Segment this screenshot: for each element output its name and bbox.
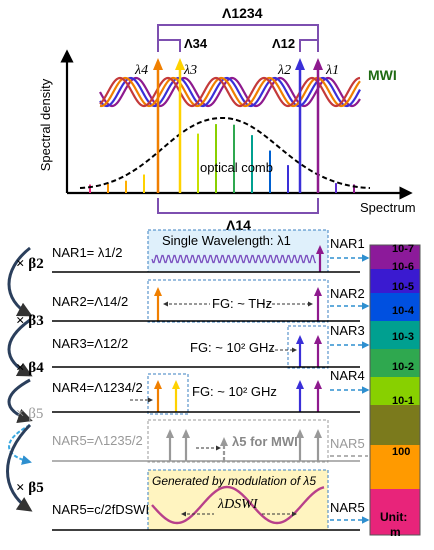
nar1-wave: [151, 254, 316, 264]
mwi-waves: [99, 76, 361, 108]
bracket-L12: [299, 39, 319, 52]
row-nar5-dim: NAR5=Λ1235/2 λ5 for MWI NAR5: [52, 419, 368, 463]
bracket-L14: [157, 198, 319, 214]
color-scale: 10-7 10-6 10-5 10-4 10-3 10-2 10-1 100 Unit: m: [369, 243, 421, 539]
nar1-right: NAR1: [330, 236, 365, 251]
nar2-right: NAR2: [330, 286, 365, 301]
row-nar1: NAR1= λ1/2 Single Wavelength: λ1 NAR1: [52, 229, 370, 273]
L1234-label: Λ1234: [222, 5, 263, 21]
scale-unit: Unit:: [380, 510, 407, 524]
nar5-dim-box-text: λ5 for MWI: [232, 434, 298, 449]
spectrum-panel: Spectral density Spectrum MWI optical co…: [38, 5, 416, 233]
nar4-box: [147, 373, 189, 415]
L14-label: Λ14: [226, 217, 251, 233]
scale-band: [370, 293, 420, 321]
nar3-right: NAR3: [330, 323, 365, 338]
beta5-label: × β5: [16, 480, 44, 496]
scale-label: 10-5: [392, 281, 414, 293]
scale-band: [370, 269, 420, 293]
L12-label: Λ12: [272, 36, 295, 51]
row-nar2: NAR2=Λ14/2 FG: ~ THz NAR2: [52, 279, 370, 323]
scale-band: [370, 245, 420, 269]
nar5-box-text: Generated by modulation of λ5: [152, 474, 316, 488]
nar1-box: [147, 229, 329, 273]
nar4-formula: NAR4=Λ1234/2: [52, 380, 143, 395]
nar3-box-text: FG: ~ 10² GHz: [190, 340, 275, 355]
beta5-dim-label: × β5: [16, 406, 43, 422]
nar5-formula: NAR5=c/2fDSWI: [52, 502, 149, 517]
beta3-label: × β3: [16, 313, 44, 329]
lambda4-label: λ4: [134, 63, 148, 78]
nar1-formula: NAR1= λ1/2: [52, 245, 122, 260]
scale-band: [370, 445, 420, 489]
scale-band: [370, 377, 420, 405]
scale-unit-value: m: [390, 525, 401, 539]
scale-label: 10-2: [392, 361, 414, 373]
scale-band: [370, 321, 420, 349]
scale-label: 10-6: [392, 261, 414, 273]
nar2-box-text: FG: ~ THz: [212, 296, 272, 311]
scale-label: 10-7: [392, 243, 414, 255]
L34-label: Λ34: [184, 36, 208, 51]
nar5-dim-formula: NAR5=Λ1235/2: [52, 433, 143, 448]
nar5-right: NAR5: [330, 500, 365, 515]
scale-band: [370, 489, 420, 535]
dswi-label: λDSWI: [217, 497, 259, 512]
mwi-label: MWI: [368, 67, 397, 83]
scale-band: [370, 349, 420, 377]
nar5-dim-right: NAR5: [330, 436, 365, 451]
nar4-box-text: FG: ~ 10² GHz: [192, 384, 277, 399]
lambda3-label: λ3: [183, 63, 197, 78]
nar4-right: NAR4: [330, 368, 365, 383]
scale-band: [370, 405, 420, 445]
nar2-box: [147, 279, 329, 323]
x-axis-label: Spectrum: [360, 200, 416, 215]
optical-comb-lines: [89, 124, 355, 193]
nar1-box-text: Single Wavelength: λ1: [162, 233, 291, 248]
scale-label: 10-3: [392, 331, 414, 343]
row-nar4: NAR4=Λ1234/2 FG: ~ 10² GHz NAR4: [52, 368, 370, 415]
scale-frame: [369, 244, 421, 536]
nar5-dim-box: [147, 419, 329, 463]
bracket-L1234: [157, 24, 319, 50]
step-arrows: [6, 246, 33, 512]
scale-label: 10-4: [392, 305, 415, 317]
comb-label: optical comb: [200, 160, 273, 175]
row-nar5: Generated by modulation of λ5 λDSWI NAR5…: [52, 469, 370, 531]
beta2-label: × β2: [16, 256, 44, 272]
lambda2-label: λ2: [277, 63, 291, 78]
comb-envelope: [79, 116, 371, 189]
row-nar3: NAR3=Λ12/2 FG: ~ 10² GHz NAR3: [52, 323, 370, 369]
nar2-formula: NAR2=Λ14/2: [52, 294, 128, 309]
beta4-label: × β4: [16, 360, 44, 376]
nar5-box: [147, 469, 329, 531]
nar3-formula: NAR3=Λ12/2: [52, 336, 128, 351]
nar3-box: [287, 325, 329, 369]
lambda1-label: λ1: [325, 63, 339, 78]
bracket-L34: [157, 39, 181, 52]
y-axis-label: Spectral density: [38, 78, 53, 171]
scale-label: 100: [392, 446, 410, 458]
scale-label: 10-1: [392, 395, 414, 407]
